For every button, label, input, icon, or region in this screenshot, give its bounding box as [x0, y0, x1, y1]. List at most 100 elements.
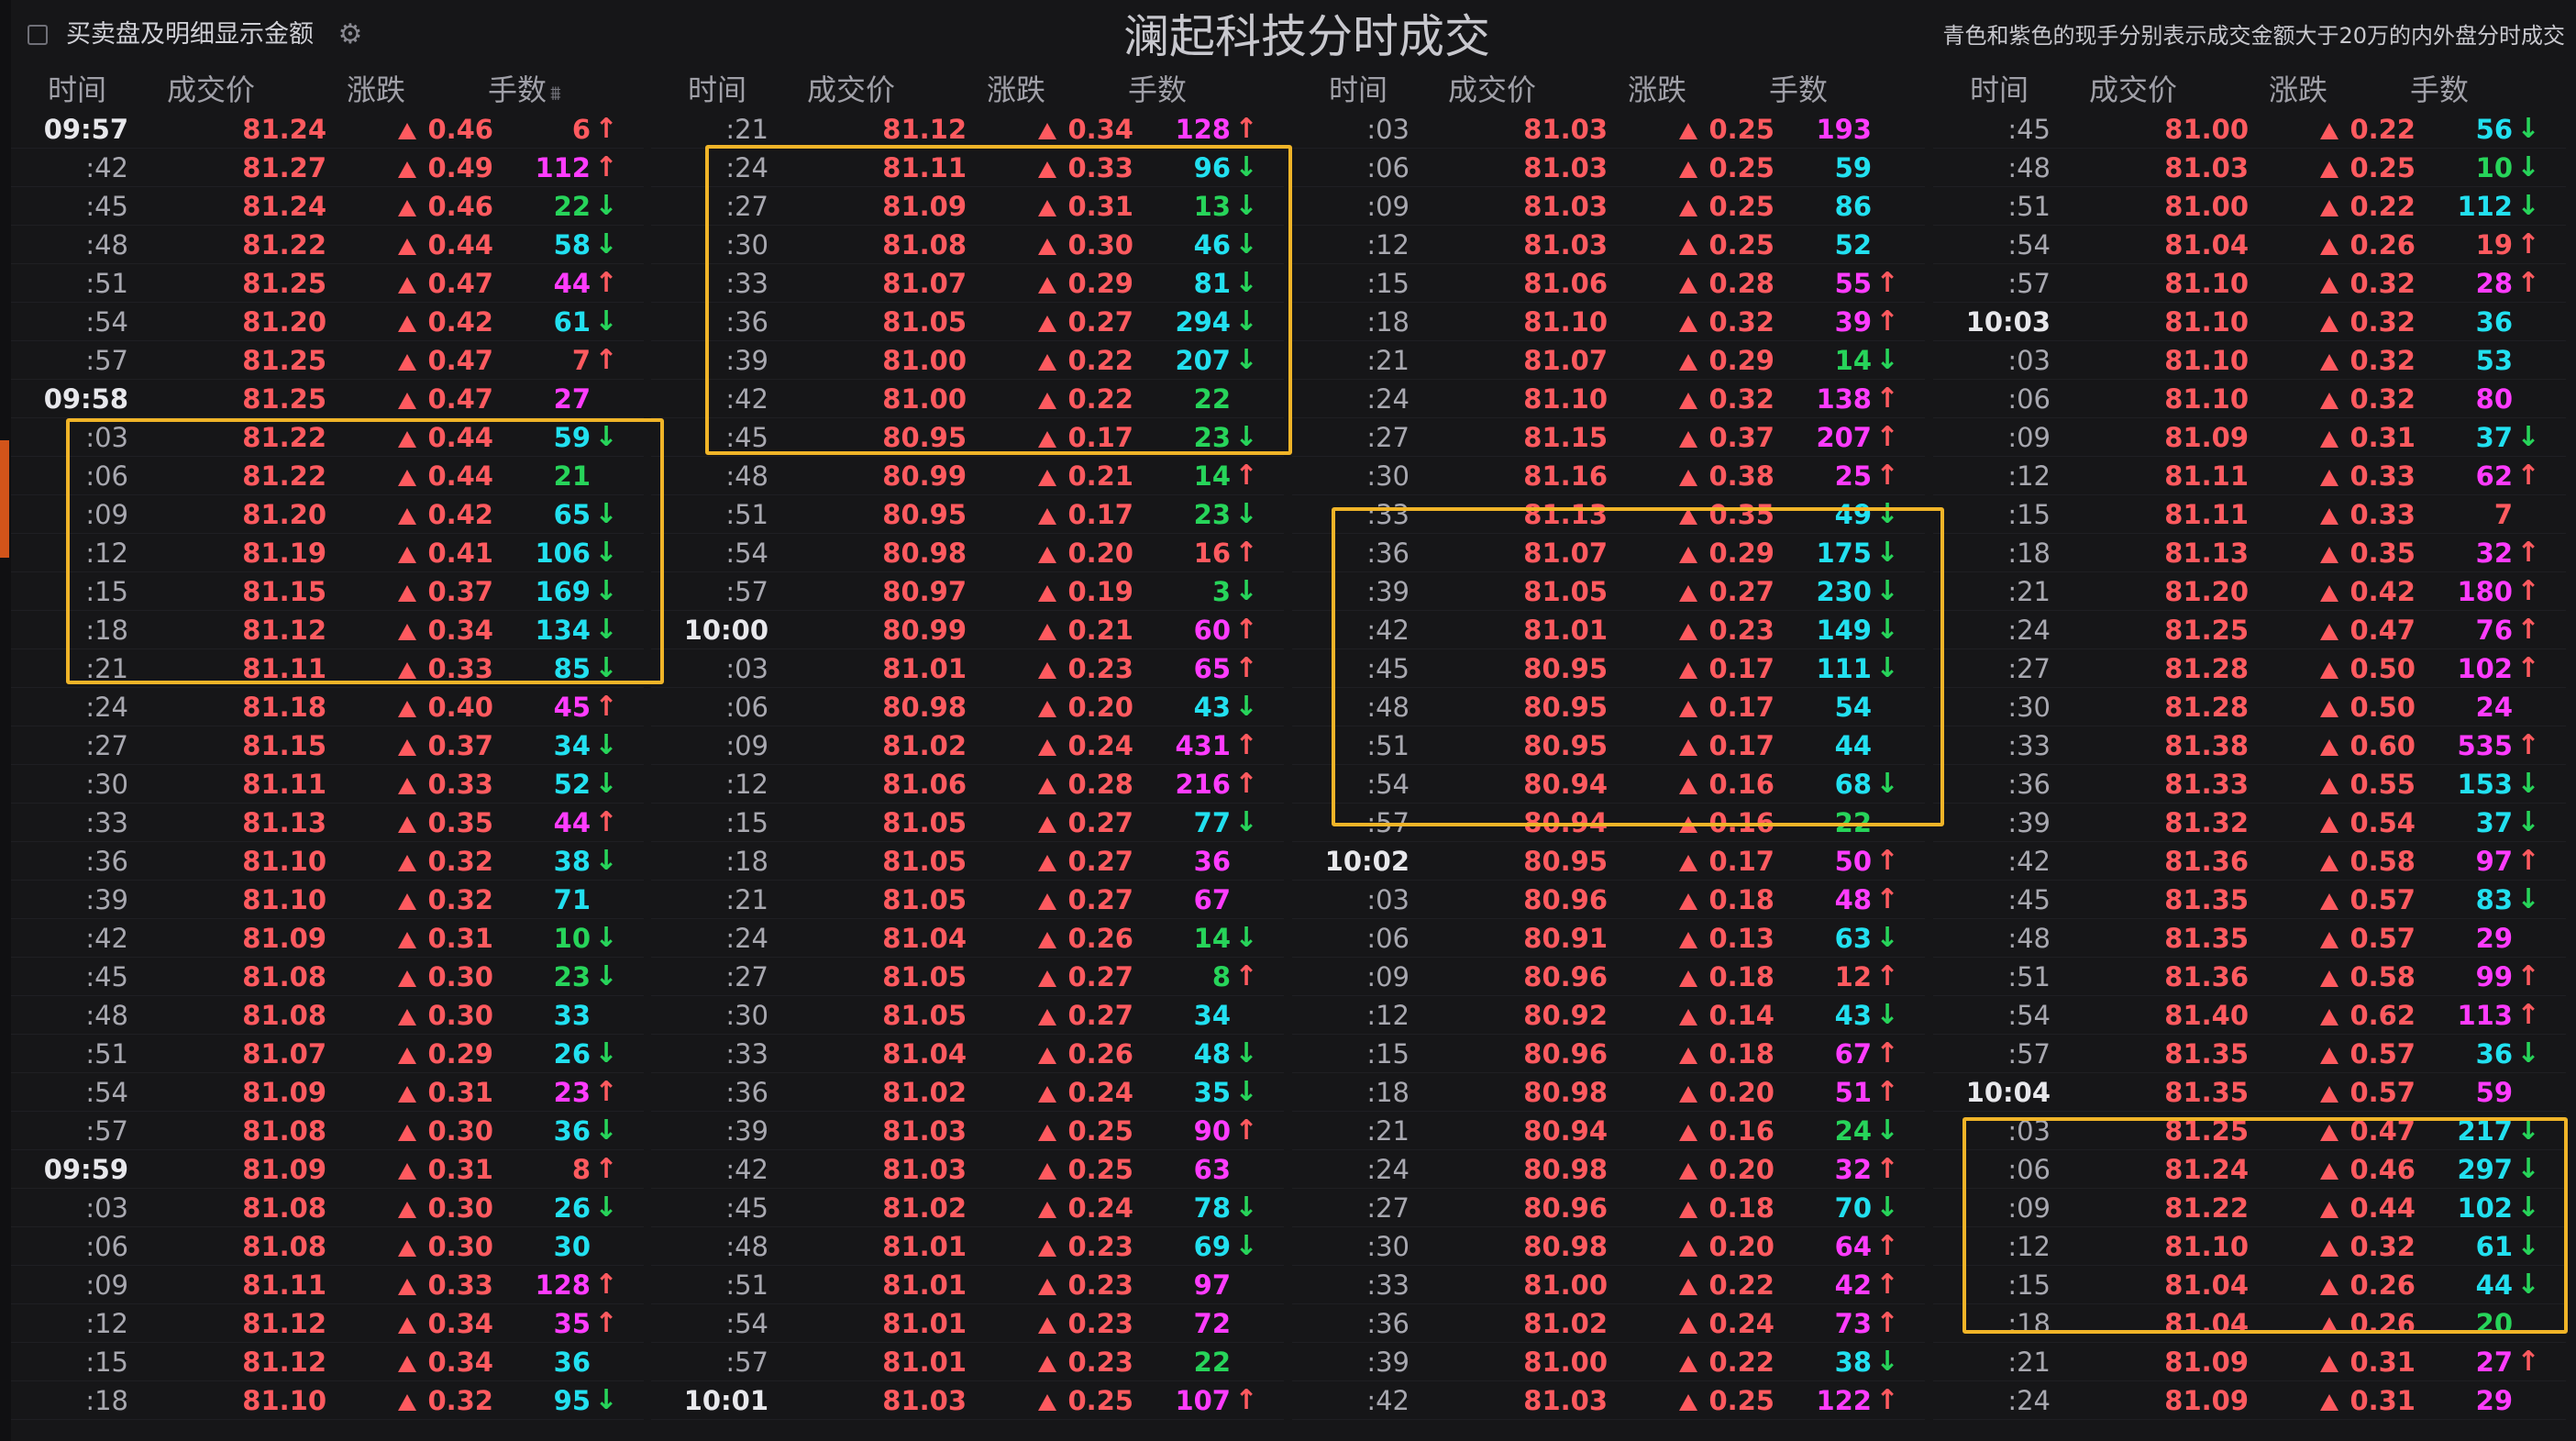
header-price[interactable]: 成交价 — [2089, 72, 2178, 107]
filter-icon[interactable]: ⩩ — [550, 83, 561, 105]
header-time[interactable]: 时间 — [1329, 72, 1388, 107]
header-change[interactable]: 涨跌 — [347, 72, 406, 107]
header-price[interactable]: 成交价 — [167, 72, 256, 107]
show-amount-checkbox[interactable] — [28, 25, 48, 45]
header-price[interactable]: 成交价 — [807, 72, 896, 107]
header-time[interactable]: 时间 — [1970, 72, 2029, 107]
header-change[interactable]: 涨跌 — [1628, 72, 1687, 107]
header-time[interactable]: 时间 — [48, 72, 107, 107]
header-change[interactable]: 涨跌 — [2269, 72, 2328, 107]
